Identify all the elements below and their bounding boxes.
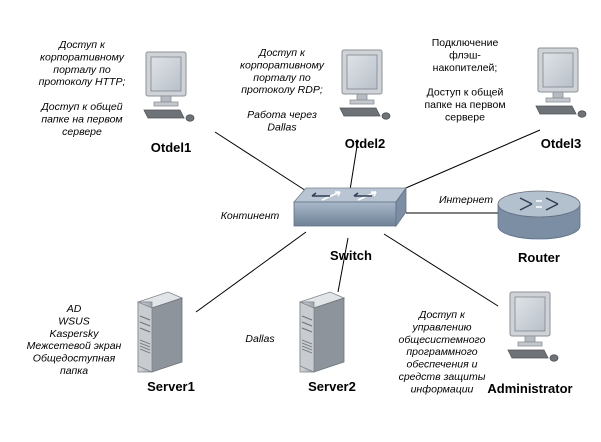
- note-line: Подключение: [432, 37, 499, 49]
- note-line: Доступ к общей: [427, 87, 504, 99]
- note-line: корпоративному: [240, 59, 325, 71]
- node-label-administrator: Administrator: [487, 381, 572, 396]
- note-line: корпоративному: [40, 51, 125, 63]
- link-otdel3-switch: [391, 129, 541, 195]
- note-line: накопителей;: [433, 62, 498, 74]
- network-switch: Switch: [293, 186, 407, 263]
- link-otdel1-switch: [214, 131, 315, 197]
- note-line: WSUS: [58, 315, 90, 327]
- node-label-server2: Server2: [308, 379, 356, 394]
- computer-icon: [535, 47, 587, 118]
- note-line: папке на первом: [424, 99, 505, 111]
- note-line: протоколу RDP;: [241, 84, 323, 96]
- note-line: управлению: [411, 321, 471, 333]
- note-line: Доступ к: [58, 39, 106, 51]
- note-line: AD: [66, 303, 82, 315]
- note-line: Доступ к общей: [40, 101, 122, 113]
- workstation-otdel2: Otdel2: [339, 49, 391, 151]
- router-icon: [497, 190, 581, 240]
- network-router: Router: [497, 190, 581, 265]
- server1: Server1: [137, 291, 195, 394]
- note-line: Общедоступная: [33, 353, 116, 365]
- note-line: Межсетевой экран: [27, 340, 122, 352]
- computer-icon: [143, 51, 195, 122]
- note-line: Доступ к: [258, 47, 306, 59]
- link-switch-admin: [383, 233, 499, 307]
- note-switch-link: Континент: [221, 210, 280, 222]
- node-label-router: Router: [518, 250, 560, 265]
- node-label-otdel3: Otdel3: [541, 136, 581, 151]
- note-line: [281, 97, 284, 109]
- workstation-otdel1: Otdel1: [143, 51, 195, 155]
- note-server2: Dallas: [245, 333, 275, 345]
- note-line: программного: [406, 346, 477, 358]
- note-line: сервере: [62, 126, 102, 138]
- server2: Server2: [299, 291, 356, 394]
- note-line: Kaspersky: [49, 328, 99, 340]
- note-line: порталу по: [253, 72, 311, 84]
- workstation-otdel3: Otdel3: [535, 47, 587, 151]
- note-line: Доступ к: [418, 309, 466, 321]
- link-otdel2-switch: [349, 139, 359, 191]
- note-line: порталу по: [53, 64, 111, 76]
- note-line: Dallas: [267, 121, 297, 133]
- server-icon: [137, 291, 183, 373]
- note-line: протоколу HTTP;: [39, 76, 126, 88]
- note-line: [464, 74, 467, 86]
- note-line: флэш-: [449, 49, 481, 61]
- link-switch-server2: [337, 237, 349, 293]
- node-label-server1: Server1: [147, 379, 195, 394]
- connection-lines: [195, 129, 541, 313]
- note-line: информации: [411, 383, 474, 395]
- note-line: [81, 89, 84, 101]
- node-label-otdel2: Otdel2: [345, 136, 385, 151]
- note-line: обеспечения и: [406, 359, 477, 371]
- note-router-link: Интернет: [439, 194, 493, 206]
- note-line: сервере: [445, 111, 485, 123]
- server-icon: [299, 291, 345, 373]
- note-line: общесистемного: [399, 334, 486, 346]
- note-line: средств защиты: [399, 371, 486, 383]
- computer-icon: [339, 49, 391, 120]
- note-line: Работа через: [247, 109, 317, 121]
- node-label-switch: Switch: [330, 248, 372, 263]
- switch-icon: [293, 186, 407, 228]
- computer-icon: [507, 291, 559, 362]
- workstation-administrator: Administrator: [487, 291, 573, 396]
- note-line: папке на первом: [41, 113, 122, 125]
- note-line: папка: [60, 365, 88, 377]
- node-label-otdel1: Otdel1: [151, 140, 191, 155]
- link-switch-server1: [195, 231, 307, 313]
